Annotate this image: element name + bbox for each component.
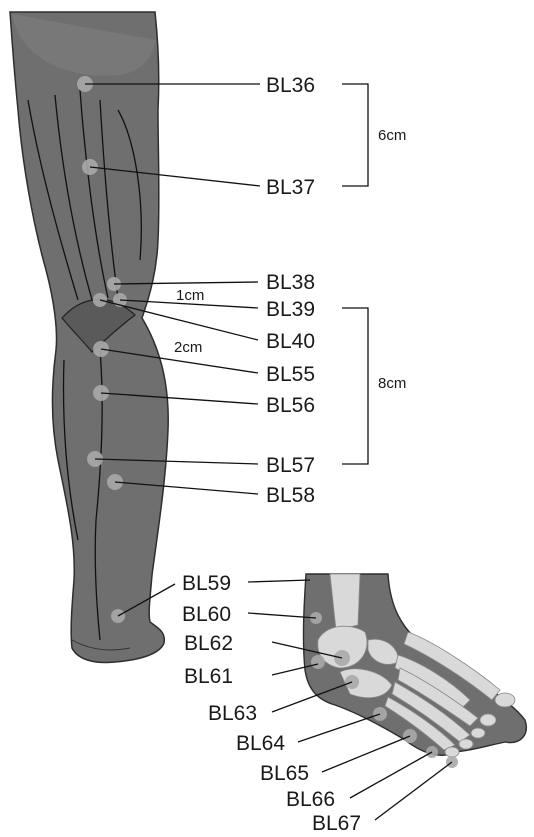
label-bl60: BL60 bbox=[182, 603, 231, 626]
measure-6cm: 6cm bbox=[378, 127, 406, 144]
label-bl38: BL38 bbox=[266, 271, 315, 294]
measure-1cm: 1cm bbox=[176, 287, 204, 304]
label-bl65: BL65 bbox=[260, 762, 309, 785]
label-bl56: BL56 bbox=[266, 394, 315, 417]
bl61-point bbox=[311, 655, 325, 669]
label-bl57: BL57 bbox=[266, 454, 315, 477]
label-bl36: BL36 bbox=[266, 74, 315, 97]
label-bl40: BL40 bbox=[266, 330, 315, 353]
label-bl39: BL39 bbox=[266, 298, 315, 321]
label-bl62: BL62 bbox=[184, 632, 233, 655]
foot-illustration bbox=[303, 574, 526, 768]
label-bl67: BL67 bbox=[312, 812, 361, 835]
leg-illustration bbox=[10, 12, 168, 662]
label-bl58: BL58 bbox=[266, 484, 315, 507]
label-bl64: BL64 bbox=[236, 732, 285, 755]
label-bl37: BL37 bbox=[266, 176, 315, 199]
point-labels: BL36 BL37 BL38 BL39 BL40 BL55 BL56 BL57 … bbox=[182, 74, 361, 835]
bracket-8cm bbox=[342, 308, 368, 464]
label-bl66: BL66 bbox=[286, 788, 335, 811]
label-bl63: BL63 bbox=[208, 702, 257, 725]
measure-8cm: 8cm bbox=[378, 375, 406, 392]
label-bl61: BL61 bbox=[184, 665, 233, 688]
measure-2cm: 2cm bbox=[174, 339, 202, 356]
label-bl59: BL59 bbox=[182, 572, 231, 595]
label-bl55: BL55 bbox=[266, 363, 315, 386]
bracket-6cm bbox=[342, 84, 368, 186]
measurement-brackets bbox=[342, 84, 368, 464]
